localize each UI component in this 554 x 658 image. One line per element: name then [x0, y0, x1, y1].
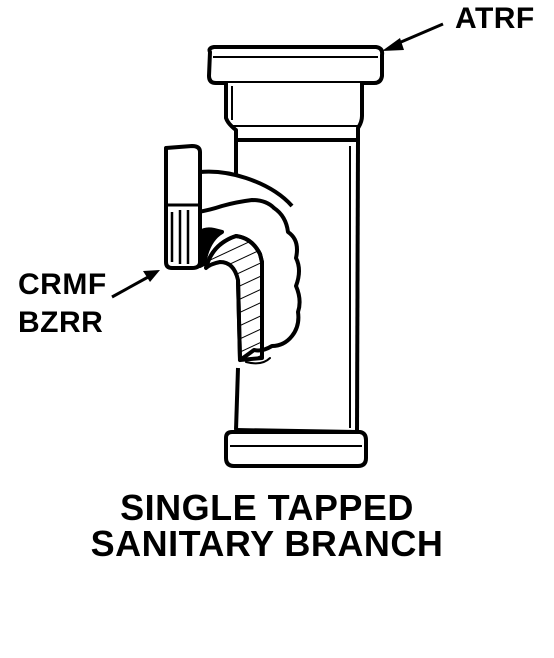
bottom-hub	[224, 428, 368, 468]
pipe-body	[234, 139, 360, 433]
caption-line-1: SINGLE TAPPED	[120, 487, 414, 528]
cutaway-edge	[238, 206, 302, 365]
top-hub	[207, 45, 385, 142]
leader-arrow-atrf	[382, 22, 444, 51]
leader-arrow-crmf	[111, 270, 160, 299]
callout-label-atrf: ATRF	[455, 2, 535, 35]
side-tap-outlet	[164, 144, 294, 362]
callout-label-bzrr: BZRR	[18, 306, 104, 339]
callout-label-crmf: CRMF	[18, 268, 107, 301]
caption-line-2: SANITARY BRANCH	[90, 523, 444, 564]
